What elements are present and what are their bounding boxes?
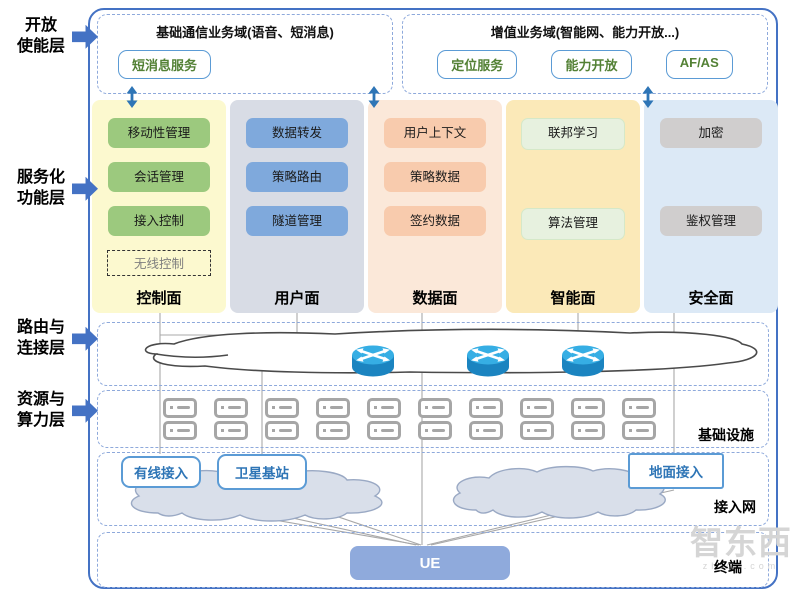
layer-label-text: 资源与 算力层 [16,391,65,429]
right-arrow-icon [72,398,98,423]
layer-label-service-function: 服务化 功能层 [10,168,98,210]
function-box: 算法管理 [521,208,625,240]
layer-label-text: 路由与 连接层 [16,319,65,357]
layer-label-resource-computing: 资源与 算力层 [10,390,98,432]
plane-column-data: 用户上下文 策略数据 签约数据 数据面 [368,100,502,313]
plane-name: 智能面 [550,290,596,307]
domain-title: 基础通信业务域(语音、短消息) [156,25,334,40]
updown-arrow-icon [126,86,138,108]
layer-label-text: 服务化 功能层 [16,169,65,207]
server-icon [214,398,248,440]
function-box: 隧道管理 [246,206,348,236]
plane-column-intelligence: 联邦学习 算法管理 智能面 [506,100,640,313]
function-box: 接入控制 [108,206,210,236]
watermark-logo: 智东西 [690,524,792,561]
plane-name: 数据面 [412,290,458,307]
plane-name: 用户面 [274,290,320,307]
server-row [163,398,656,440]
layer-label-open-enablement: 开放 使能层 [10,16,98,58]
infrastructure-layer-box: 基础设施 [97,390,769,448]
service-box-afas: AF/AS [665,50,733,79]
access-node-wired: 有线接入 [121,456,201,488]
function-box: 用户上下文 [384,118,486,148]
right-arrow-icon [72,326,98,351]
layer-label-text: 开放 使能层 [16,17,65,55]
main-frame: 基础通信业务域(语音、短消息) 短消息服务 增值业务域(智能网、能力开放...)… [88,8,791,589]
terminal-layer-box: UE 终端 [97,532,769,588]
function-box: 签约数据 [384,206,486,236]
function-box: 会话管理 [108,162,210,192]
server-icon [418,398,452,440]
updown-arrow-icon [642,86,654,108]
server-icon [265,398,299,440]
layer-label-routing-connection: 路由与 连接层 [10,318,98,360]
infrastructure-label: 基础设施 [698,427,754,443]
right-arrow-icon [72,176,98,201]
plane-column-security: 加密 鉴权管理 安全面 [644,100,778,313]
service-planes: 移动性管理 会话管理 接入控制 无线控制 控制面 数据转发 策略路由 隧道管理 … [92,100,778,313]
function-box: 策略路由 [246,162,348,192]
domain-box-value-added: 增值业务域(智能网、能力开放...) 定位服务 能力开放 AF/AS [402,14,768,94]
access-network-layer-box: 有线接入 卫星基站 地面接入 接入网 [97,452,769,526]
backbone-cloud-shape [144,328,758,374]
access-node-terrestrial: 地面接入 [628,453,724,489]
plane-column-user: 数据转发 策略路由 隧道管理 用户面 [230,100,364,313]
server-icon [520,398,554,440]
function-box: 加密 [660,118,762,148]
plane-name: 控制面 [136,290,182,307]
function-box: 策略数据 [384,162,486,192]
plane-column-control: 移动性管理 会话管理 接入控制 无线控制 控制面 [92,100,226,313]
routing-layer-box [97,322,769,386]
watermark-domain: zhidx.com [702,561,780,571]
server-icon [571,398,605,440]
plane-name: 安全面 [688,290,734,307]
watermark: 智东西 zhidx.com [678,526,800,571]
service-box-capability: 能力开放 [551,50,632,79]
service-box-location: 定位服务 [437,50,518,79]
router-icon [467,345,509,377]
access-network-label: 接入网 [714,499,756,515]
server-icon [367,398,401,440]
ue-box: UE [350,546,510,580]
server-icon [622,398,656,440]
server-icon [163,398,197,440]
domain-box-basic-communication: 基础通信业务域(语音、短消息) 短消息服务 [97,14,393,94]
router-icon [562,345,604,377]
updown-arrow-icon [368,86,380,108]
function-box: 数据转发 [246,118,348,148]
function-box-dashed: 无线控制 [107,250,211,276]
server-icon [316,398,350,440]
access-node-satellite: 卫星基站 [217,454,307,490]
service-box-sms: 短消息服务 [118,50,212,79]
terminal-label: 终端 [714,559,742,575]
server-icon [469,398,503,440]
function-box: 移动性管理 [108,118,210,148]
right-arrow-icon [72,24,98,49]
domain-title: 增值业务域(智能网、能力开放...) [490,25,680,40]
function-box: 鉴权管理 [660,206,762,236]
router-icon [352,345,394,377]
function-box: 联邦学习 [521,118,625,150]
